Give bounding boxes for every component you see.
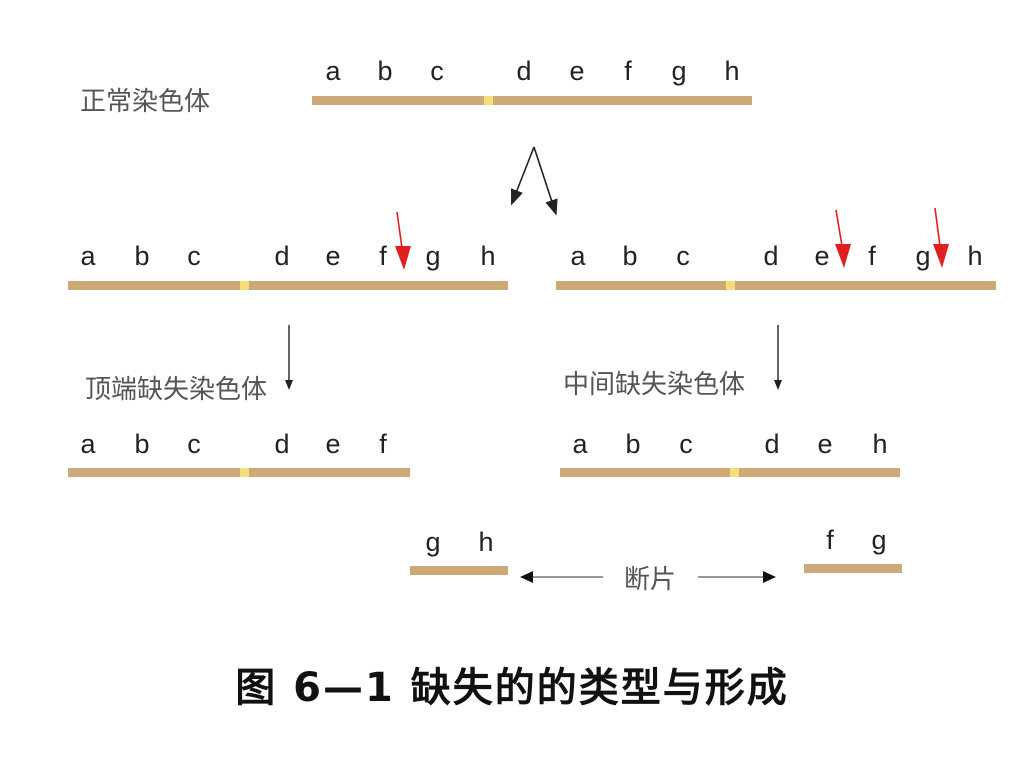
chromosome-bar <box>68 281 508 290</box>
gene-label: b <box>134 429 149 459</box>
gene-label: d <box>516 56 531 86</box>
interstitial-fragment: f g <box>804 525 902 573</box>
fragment-bar <box>804 564 902 573</box>
gene-label: g <box>425 527 440 557</box>
gene-label: f <box>826 525 834 555</box>
split-arrows <box>510 146 558 216</box>
interstitial-deletion-label: 中间缺失染色体 <box>563 370 745 400</box>
gene-label: e <box>569 56 584 86</box>
interstitial-deletion-chromosome: a b c d e h <box>560 429 900 477</box>
split-arrow-left <box>510 146 535 206</box>
gene-label: b <box>134 241 149 271</box>
gene-label: a <box>570 241 586 271</box>
centromere <box>484 96 493 105</box>
gene-label: a <box>80 241 96 271</box>
chromosome-bar <box>312 96 752 105</box>
normal-chromosome: a b c d e f g h <box>312 56 752 105</box>
break-arrow <box>835 209 851 268</box>
chromosome-bar <box>556 281 996 290</box>
gene-label: h <box>480 241 495 271</box>
gene-label: e <box>325 429 340 459</box>
centromere <box>730 468 739 477</box>
terminal-deletion-chromosome: a b c d e f <box>68 429 410 477</box>
gene-label: h <box>478 527 493 557</box>
interstitial-break-chromosome: a b c d e f g h <box>556 207 996 290</box>
terminal-break-chromosome: a b c d e f g h <box>68 211 508 290</box>
terminal-fragment: g h <box>410 527 508 575</box>
gene-label: g <box>915 241 930 271</box>
gene-label: f <box>624 56 632 86</box>
down-arrow-right <box>774 325 782 390</box>
break-arrow <box>395 211 411 270</box>
gene-label: c <box>679 429 693 459</box>
chromosome-bar <box>68 468 410 477</box>
gene-label: b <box>622 241 637 271</box>
gene-label: a <box>80 429 96 459</box>
gene-label: d <box>764 429 779 459</box>
gene-label: c <box>187 429 201 459</box>
normal-chromosome-label: 正常染色体 <box>80 87 210 117</box>
terminal-deletion-label: 顶端缺失染色体 <box>85 375 267 405</box>
split-arrow-right <box>533 146 558 216</box>
fragment-bar <box>410 566 508 575</box>
gene-label: e <box>325 241 340 271</box>
gene-label: a <box>572 429 588 459</box>
gene-label: e <box>817 429 832 459</box>
gene-label: c <box>187 241 201 271</box>
gene-label: d <box>274 241 289 271</box>
centromere <box>240 281 249 290</box>
gene-label: a <box>325 56 341 86</box>
fragment-label: 断片 <box>624 565 676 595</box>
gene-label: h <box>872 429 887 459</box>
gene-label: c <box>430 56 444 86</box>
gene-label: d <box>274 429 289 459</box>
gene-label: c <box>676 241 690 271</box>
gene-label: b <box>377 56 392 86</box>
centromere <box>726 281 735 290</box>
gene-label: h <box>967 241 982 271</box>
gene-label: d <box>763 241 778 271</box>
gene-label: b <box>625 429 640 459</box>
gene-label: g <box>425 241 440 271</box>
figure-caption: 图 6—1 缺失的的类型与形成 <box>235 665 789 711</box>
centromere <box>240 468 249 477</box>
fragment-arrows <box>520 571 776 583</box>
gene-label: e <box>814 241 829 271</box>
gene-label: g <box>871 525 886 555</box>
gene-label: f <box>379 429 387 459</box>
break-arrow <box>933 207 949 268</box>
gene-label: f <box>868 241 876 271</box>
gene-label: g <box>671 56 686 86</box>
down-arrow-left <box>285 325 293 390</box>
gene-label: h <box>724 56 739 86</box>
gene-label: f <box>379 241 387 271</box>
